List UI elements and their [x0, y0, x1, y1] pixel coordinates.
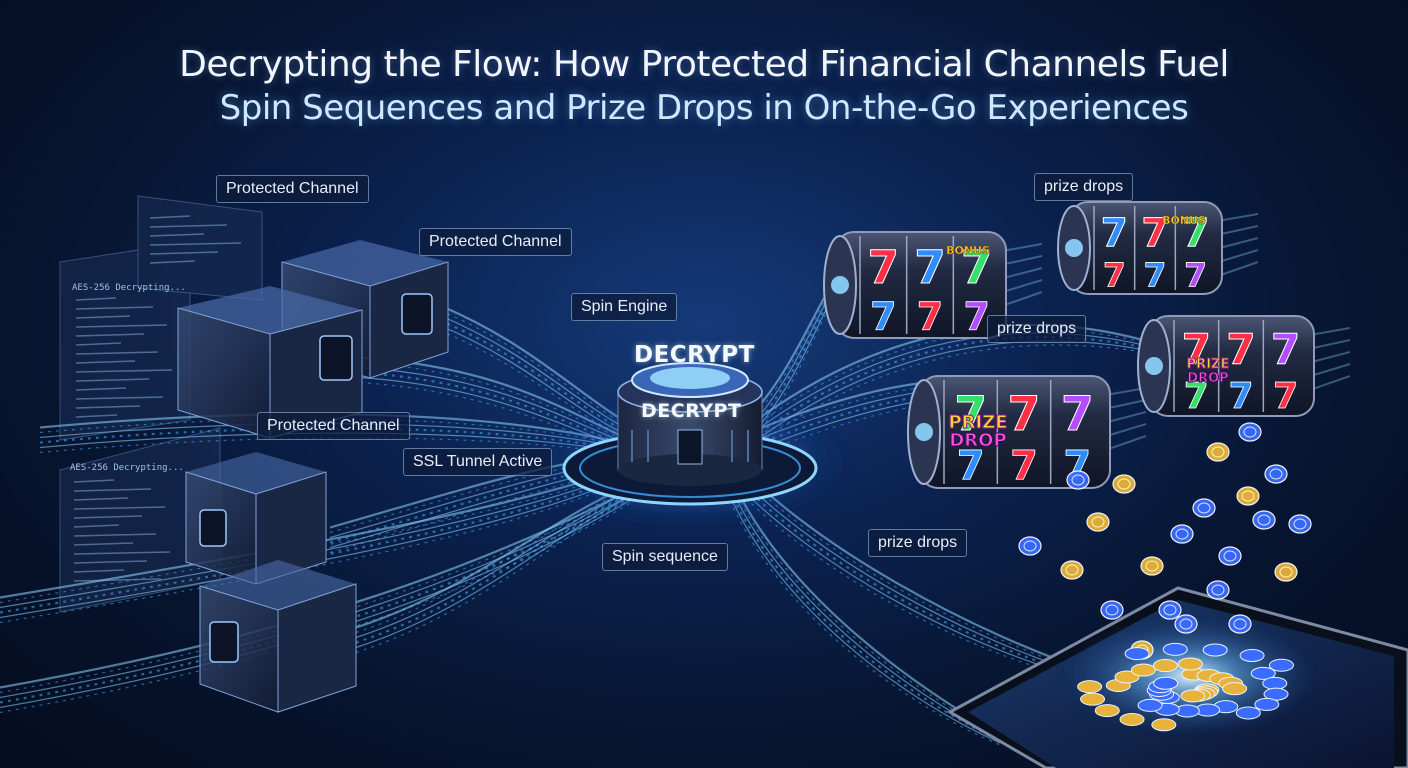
seven-symbol: 7 [1103, 256, 1126, 295]
coin [1222, 682, 1248, 696]
label-prize-drops-2: prize drops [987, 315, 1087, 343]
decrypt-hub-icon [520, 362, 860, 532]
seven-symbol: 7 [1271, 325, 1300, 374]
coin [1124, 647, 1150, 661]
coin [1236, 486, 1260, 506]
coin [1153, 676, 1179, 690]
coin [1086, 512, 1110, 532]
coin [1170, 524, 1194, 544]
coin [1114, 670, 1140, 684]
seven-symbol: 7 [1184, 376, 1209, 417]
coin [1206, 580, 1230, 600]
seven-symbol: 7 [957, 443, 985, 489]
coin [1250, 666, 1276, 680]
coin [1192, 498, 1216, 518]
coin [1288, 514, 1312, 534]
server-cube-icon [177, 240, 449, 713]
coin [1254, 697, 1280, 711]
coin [1218, 546, 1242, 566]
coin [1174, 614, 1198, 634]
label-prize-drops-1: prize drops [1034, 173, 1134, 201]
coin [1018, 536, 1042, 556]
seven-symbol: 7 [1184, 256, 1207, 295]
coin [1158, 600, 1182, 620]
coin [1162, 642, 1188, 656]
coin [1066, 470, 1090, 490]
seven-symbol: 7 [1228, 376, 1253, 417]
coin [1264, 464, 1288, 484]
bonus-symbol: BONUS [946, 244, 990, 257]
seven-symbol: 7 [954, 387, 987, 442]
bonus-symbol: BONUS [1162, 214, 1206, 227]
title-line-1: Decrypting the Flow: How Protected Finan… [179, 44, 1229, 85]
coin [1137, 698, 1163, 712]
coin [1239, 649, 1265, 663]
hub-ring-label: DECRYPT [641, 400, 742, 422]
label-protected-channel-1: Protected Channel [216, 175, 369, 203]
coin [1202, 643, 1228, 657]
coin [1100, 600, 1124, 620]
coin [1130, 663, 1156, 677]
coin [1080, 692, 1106, 706]
coin [1206, 442, 1230, 462]
terminal-line-a: AES-256 Decrypting... [72, 283, 186, 293]
coin [1177, 657, 1203, 671]
seven-symbol: 7 [1182, 211, 1209, 256]
seven-symbol: 7 [1226, 325, 1255, 374]
title-line-2: Spin Sequences and Prize Drops in On-the… [219, 88, 1189, 128]
coin [1180, 689, 1206, 703]
label-protected-channel-2: Protected Channel [419, 228, 572, 256]
seven-symbol: 7 [1141, 211, 1168, 256]
coin [1235, 706, 1261, 720]
seven-symbol: 7 [868, 241, 899, 294]
coin [1119, 712, 1145, 726]
label-spin-engine: Spin Engine [571, 293, 678, 321]
coin [1060, 560, 1084, 580]
seven-symbol: 7 [963, 295, 989, 339]
seven-symbol: 7 [1273, 376, 1298, 417]
terminal-scribbles [73, 215, 242, 582]
coin [1238, 422, 1262, 442]
coin [1094, 704, 1120, 718]
drop-symbol: DROP [949, 430, 1006, 451]
label-prize-drops-3: prize drops [868, 529, 968, 557]
seven-symbol: 7 [1008, 387, 1041, 442]
label-ssl-tunnel: SSL Tunnel Active [403, 448, 553, 476]
seven-symbol: 7 [1144, 256, 1167, 295]
seven-symbol: 7 [870, 295, 896, 339]
coin [1077, 680, 1103, 694]
coin [1228, 614, 1252, 634]
coin [1151, 718, 1177, 732]
prize-symbol: PRIZE [948, 412, 1007, 433]
hub-title: DECRYPT [634, 342, 755, 368]
seven-symbol: 7 [1061, 387, 1094, 442]
label-spin-sequence: Spin sequence [602, 543, 728, 571]
seven-symbol: 7 [1182, 325, 1211, 374]
label-protected-channel-3: Protected Channel [257, 412, 410, 440]
coin [1268, 658, 1294, 672]
seven-symbol: 7 [917, 295, 943, 339]
coin [1274, 562, 1298, 582]
seven-symbol: 7 [961, 241, 992, 294]
coin [1140, 556, 1164, 576]
seven-symbol: 7 [914, 241, 945, 294]
seven-symbol: 7 [1010, 443, 1038, 489]
drop-symbol: DROP [1187, 371, 1228, 386]
coin [1112, 474, 1136, 494]
coin [1252, 510, 1276, 530]
coin [1152, 659, 1178, 673]
seven-symbol: 7 [1101, 211, 1128, 256]
tablet-icon [946, 586, 1408, 768]
coin-icon [1018, 422, 1312, 732]
terminal-line-b: AES-256 Decrypting... [70, 463, 184, 473]
prize-symbol: PRIZE [1187, 357, 1230, 372]
coin [1262, 676, 1288, 690]
